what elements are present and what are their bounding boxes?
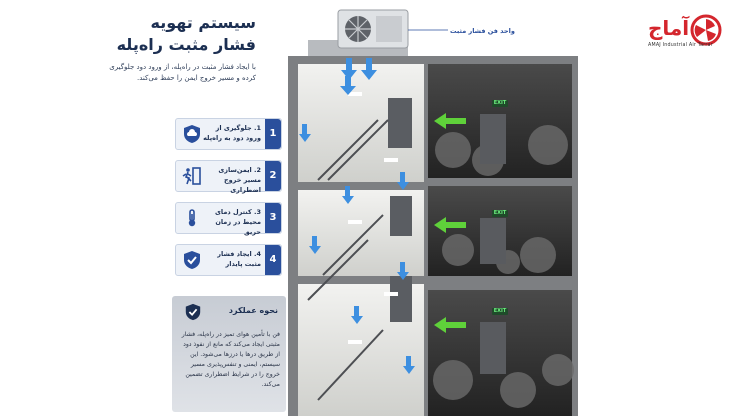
benefit-1-number: 1	[265, 119, 281, 149]
stair-door-bottom	[390, 276, 412, 322]
intro-text: با ایجاد فشار مثبت در راه‌پله، از ورود د…	[109, 63, 256, 82]
corridor-door-bottom	[480, 322, 506, 374]
thermometer-icon	[188, 209, 196, 227]
brand-name: آماج	[648, 16, 690, 40]
fan-logo-icon	[690, 14, 722, 46]
exit-sign-top: EXIT	[492, 100, 508, 107]
exit-sign-middle: EXIT	[492, 210, 508, 217]
shield-check-icon	[185, 303, 201, 321]
benefit-card-1: 1. جلوگیری از ورود دود به راه‌پله 1	[175, 118, 282, 150]
stair-door-top	[388, 98, 412, 148]
brand-subtitle: AMAJ Industrial Air Tarrar	[648, 43, 713, 48]
shield-check-icon	[184, 251, 200, 269]
benefit-3-number: 3	[265, 203, 281, 233]
how-it-works-title: نحوه عملکرد	[228, 306, 278, 315]
how-it-works-box: نحوه عملکرد فن با تأمین هوای تمیز در راه…	[172, 296, 286, 412]
stair-door-middle	[390, 196, 412, 236]
fan-unit-label: واحد فن فشار مثبت	[450, 27, 515, 35]
benefit-2-number: 2	[265, 161, 281, 191]
benefit-card-2: 2. ایمن‌سازی مسیر خروج اضطراری 2	[175, 160, 282, 194]
benefit-3-text: 3. کنترل دمای محیط در زمان حریق	[214, 208, 261, 236]
benefit-2-text: 2. ایمن‌سازی مسیر خروج اضطراری	[218, 166, 261, 194]
how-it-works-text: فن با تأمین هوای تمیز در راه‌پله، فشار م…	[181, 331, 280, 388]
benefit-1-text: 1. جلوگیری از ورود دود به راه‌پله	[203, 124, 261, 142]
benefit-card-4: 4. ایجاد فشار مثبت پایدار 4	[175, 244, 282, 276]
corridor-door-top	[480, 114, 506, 164]
shield-cloud-icon	[184, 125, 200, 143]
emergency-exit-icon	[182, 167, 201, 185]
pressure-arrows	[434, 113, 466, 333]
benefit-card-3: 3. کنترل دمای محیط در زمان حریق 3	[175, 202, 282, 236]
benefit-4-text: 4. ایجاد فشار مثبت پایدار	[217, 250, 261, 268]
building-illustration	[288, 9, 578, 416]
benefit-4-number: 4	[265, 245, 281, 275]
title-line-1: سیستم تهویه	[150, 13, 256, 32]
airflow-arrows	[299, 58, 415, 374]
title-line-2: فشار مثبت راه‌پله	[116, 35, 256, 54]
page-title: سیستم تهویه فشار مثبت راه‌پله	[96, 12, 256, 56]
corridor-door-middle	[480, 218, 506, 264]
exit-sign-bottom: EXIT	[492, 308, 508, 315]
